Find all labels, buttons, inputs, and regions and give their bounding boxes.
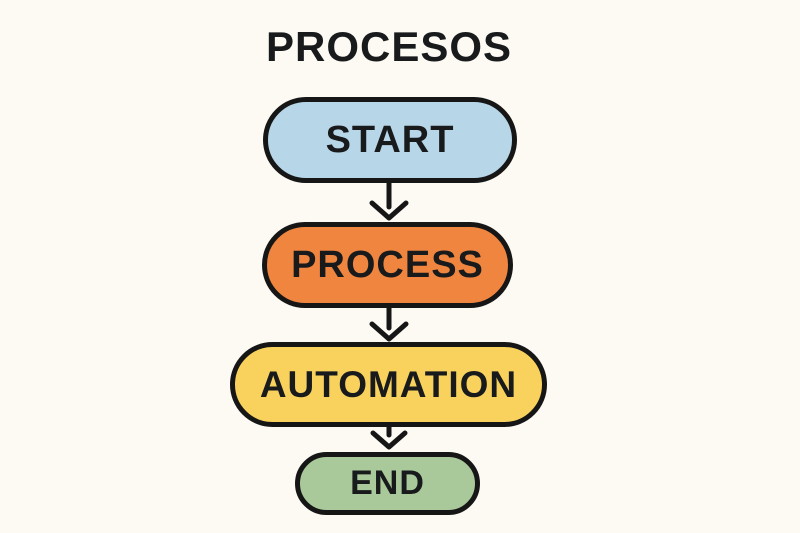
flow-node-end-label: END xyxy=(350,464,425,502)
down-arrow-icon xyxy=(370,424,408,450)
flow-node-process: PROCESS xyxy=(262,222,513,308)
diagram-title: PROCESOS xyxy=(265,23,513,70)
flow-node-process-label: PROCESS xyxy=(291,243,484,286)
flow-node-automation-label: AUTOMATION xyxy=(259,363,518,405)
flow-node-start: START xyxy=(263,97,517,183)
down-arrow-icon xyxy=(369,181,409,221)
down-arrow-icon xyxy=(369,306,409,342)
flow-node-end: END xyxy=(295,452,480,515)
flow-node-automation: AUTOMATION xyxy=(230,342,547,427)
flow-node-start-label: START xyxy=(325,118,455,161)
